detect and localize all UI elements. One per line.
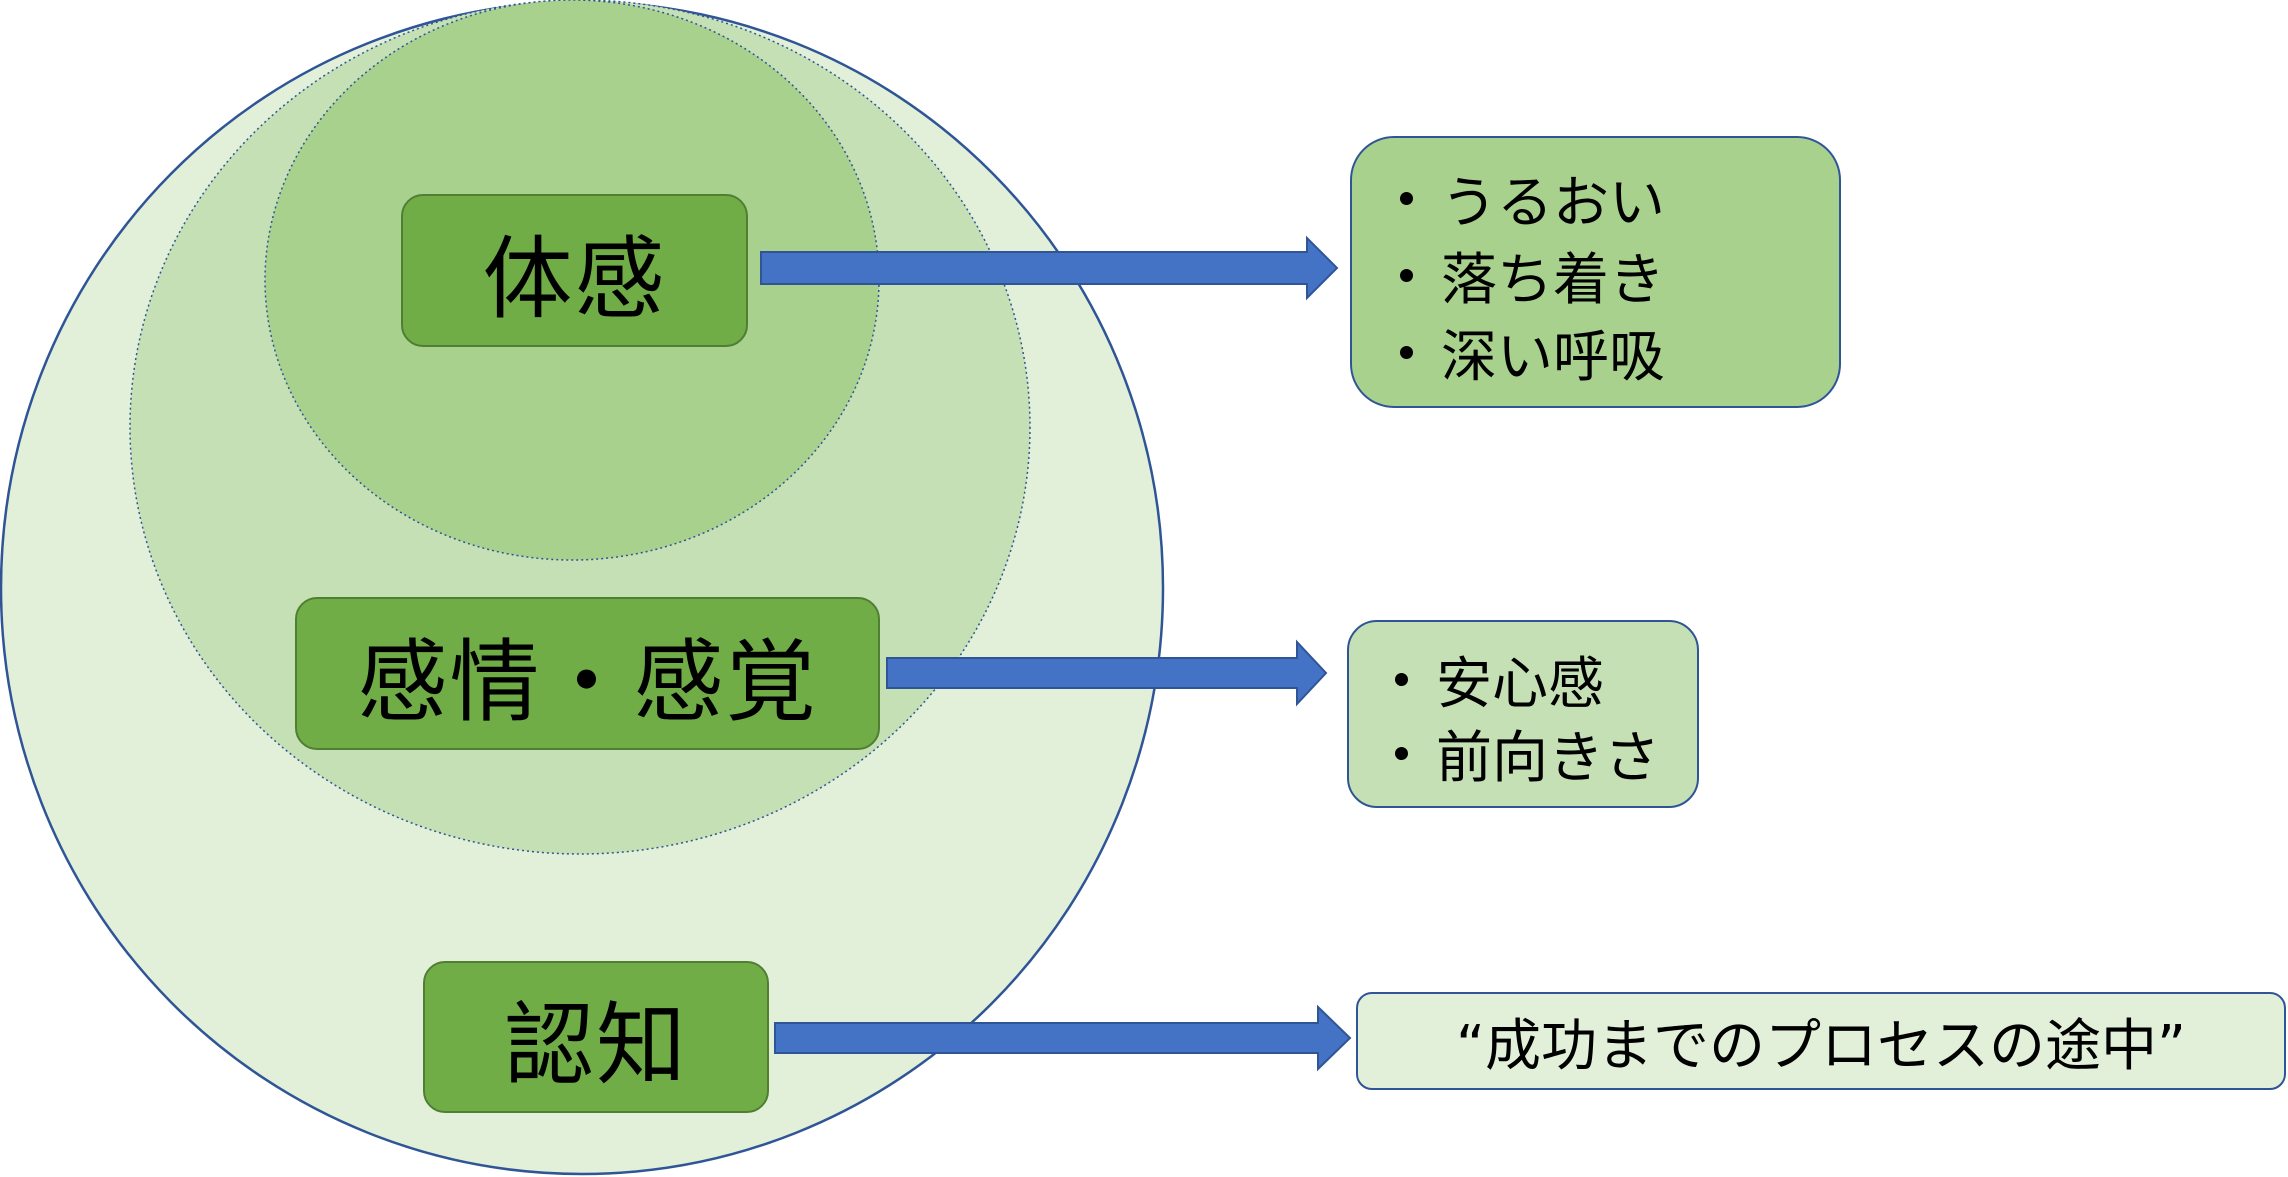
cognition-quote-text: “成功までのプロセスの途中” — [1455, 1013, 2187, 1079]
list-item: 前向きさ — [1395, 716, 1697, 791]
list-item: うるおい — [1400, 160, 1839, 237]
bullet-icon — [1400, 269, 1413, 282]
bullet-icon — [1395, 746, 1408, 760]
details-emotion-sense-list: 安心感 前向きさ — [1395, 642, 1697, 791]
bullet-icon — [1400, 192, 1413, 205]
bullet-icon — [1400, 346, 1413, 359]
label-body-sense-text: 体感 — [482, 226, 667, 332]
arrow-body-to-details — [760, 235, 1339, 301]
list-item: 安心感 — [1395, 642, 1697, 717]
list-item: 落ち着き — [1400, 237, 1839, 314]
details-emotion-sense: 安心感 前向きさ — [1347, 620, 1699, 808]
list-item: 深い呼吸 — [1400, 314, 1839, 391]
arrow-cognition-to-details — [774, 1004, 1352, 1072]
details-body-sense-list: うるおい 落ち着き 深い呼吸 — [1400, 160, 1839, 391]
label-cognition-text: 認知 — [504, 993, 688, 1098]
arrow-emotion-to-details — [886, 639, 1328, 707]
details-cognition-quote: “成功までのプロセスの途中” — [1356, 992, 2286, 1090]
label-emotion-sense-text: 感情・感覚 — [357, 629, 818, 735]
bullet-icon — [1395, 672, 1408, 686]
details-body-sense: うるおい 落ち着き 深い呼吸 — [1350, 136, 1841, 408]
label-cognition: 認知 — [423, 961, 769, 1113]
label-body-sense: 体感 — [401, 194, 748, 347]
label-emotion-sense: 感情・感覚 — [295, 597, 880, 750]
